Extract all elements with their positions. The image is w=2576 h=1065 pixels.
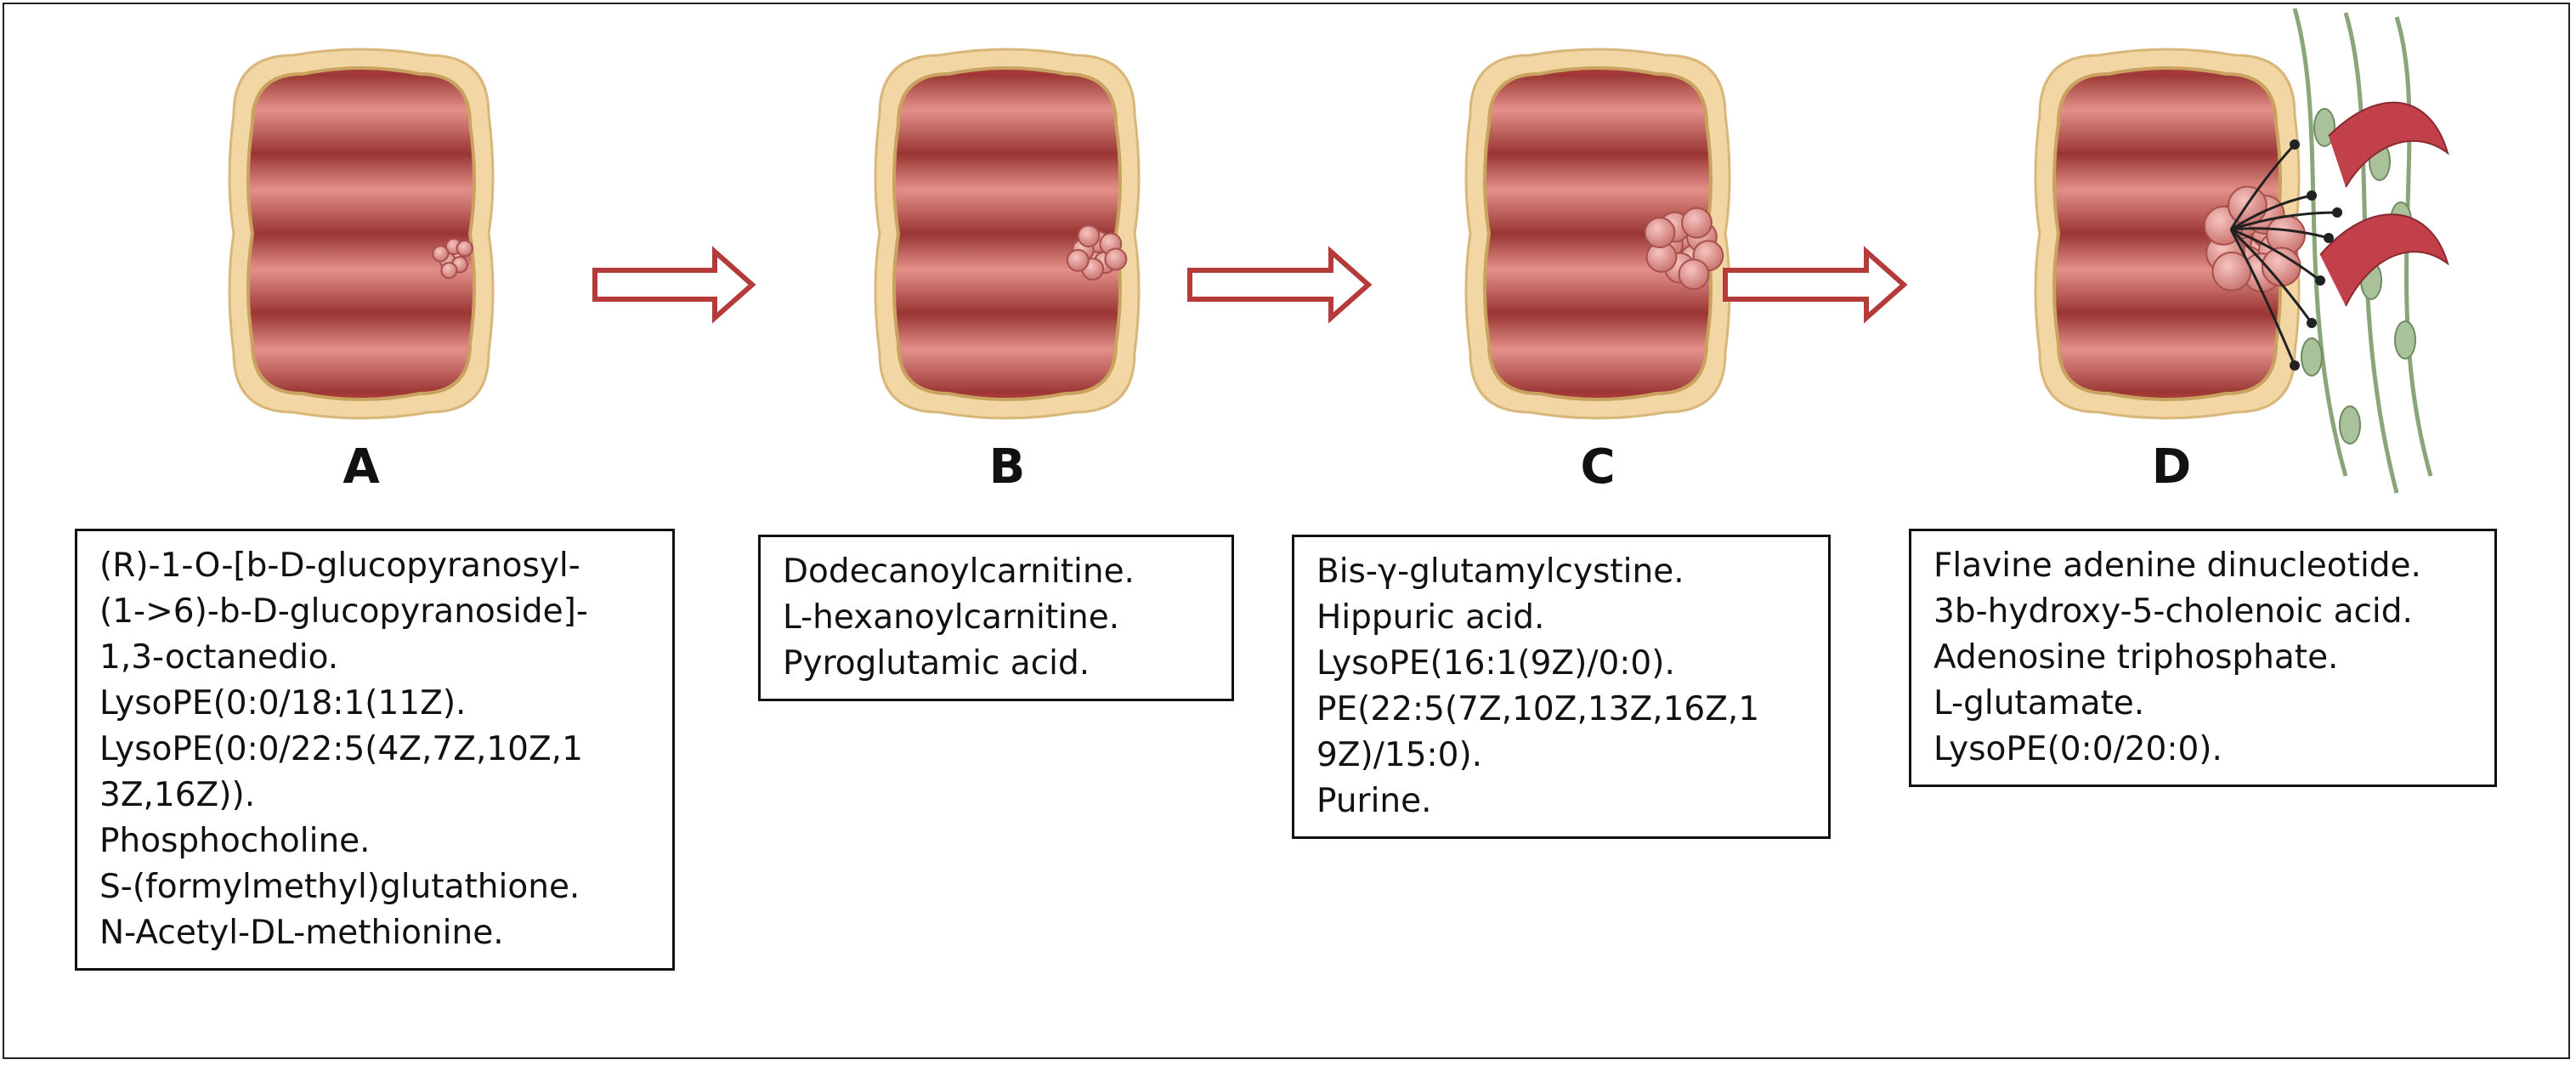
blood-vessel-nerve-icon	[2229, 8, 2449, 494]
compound-item: 1,3-octanedio.	[99, 638, 339, 677]
compound-item: Adenosine triphosphate.	[1933, 638, 2339, 677]
compound-item: Flavine adenine dinucleotide.	[1933, 547, 2421, 585]
tumor-mass-icon	[2203, 185, 2307, 293]
tumor-mass-icon	[432, 237, 473, 280]
compound-box-a: (R)-1-O-[b-D-glucopyranosyl- (1->6)-b-D-g…	[75, 529, 675, 971]
colon-lumen	[248, 68, 474, 399]
compound-item: PE(22:5(7Z,10Z,13Z,16Z,1	[1316, 690, 1760, 728]
compound-item: Pyroglutamic acid.	[783, 644, 1090, 683]
compound-item: Dodecanoylcarnitine.	[783, 552, 1135, 591]
colon-fold-band	[248, 154, 474, 234]
figure-frame	[3, 3, 2570, 1059]
compound-list: Flavine adenine dinucleotide. 3b-hydroxy-…	[1933, 543, 2472, 773]
stage-label-b: B	[988, 439, 1026, 495]
compound-item: (R)-1-O-[b-D-glucopyranosyl-	[99, 547, 580, 585]
colon-segment-b-icon	[874, 48, 1141, 420]
colon-segment-c-icon	[1464, 48, 1731, 420]
colon-lumen	[894, 68, 1120, 399]
compound-item: L-glutamate.	[1933, 684, 2145, 722]
stage-label-a: A	[343, 439, 380, 495]
compound-item: 3b-hydroxy-5-cholenoic acid.	[1933, 592, 2413, 631]
hollow-right-arrow-icon	[1723, 246, 1908, 324]
tumor-mass-icon	[1644, 207, 1724, 291]
compound-item: LysoPE(0:0/18:1(11Z).	[99, 684, 467, 722]
tumor-mass-icon	[1066, 224, 1128, 281]
colon-segment-a-icon	[228, 48, 495, 420]
compound-box-b: Dodecanoylcarnitine. L-hexanoylcarnitine.…	[758, 535, 1234, 701]
compound-item: LysoPE(0:0/22:5(4Z,7Z,10Z,1	[99, 730, 583, 768]
compound-item: LysoPE(0:0/20:0).	[1933, 730, 2222, 768]
compound-item: N-Acetyl-DL-methionine.	[99, 914, 504, 952]
compound-list: Dodecanoylcarnitine. L-hexanoylcarnitine.…	[783, 549, 1209, 687]
colon-fold-band	[894, 154, 1120, 234]
compound-box-d: Flavine adenine dinucleotide. 3b-hydroxy-…	[1909, 529, 2497, 787]
compound-item: S-(formylmethyl)glutathione.	[99, 868, 580, 906]
compound-item: Phosphocholine.	[99, 822, 371, 860]
compound-item: 3Z,16Z)).	[99, 776, 256, 814]
colon-fold-band	[248, 74, 474, 154]
compound-item: L-hexanoylcarnitine.	[783, 598, 1120, 637]
compound-item: Hippuric acid.	[1316, 598, 1545, 637]
colon-inner-rim	[1483, 66, 1713, 401]
colon-inner-rim	[2052, 66, 2282, 401]
colon-fold-band	[894, 314, 1120, 394]
compound-item: Purine.	[1316, 782, 1432, 820]
stage-label-d: D	[2151, 439, 2192, 495]
compound-box-c: Bis-γ-glutamylcystine. Hippuric acid. Lyso…	[1292, 535, 1831, 839]
colon-inner-rim	[246, 66, 476, 401]
compound-item: Bis-γ-glutamylcystine.	[1316, 552, 1684, 591]
colon-fold-band	[894, 74, 1120, 154]
compound-item: LysoPE(16:1(9Z)/0:0).	[1316, 644, 1675, 683]
compound-item: 9Z)/15:0).	[1316, 736, 1483, 774]
compound-list: Bis-γ-glutamylcystine. Hippuric acid. Lyso…	[1316, 549, 1806, 824]
colon-fold-band	[2054, 314, 2280, 394]
colon-fold-band	[248, 314, 474, 394]
compound-list: (R)-1-O-[b-D-glucopyranosyl- (1->6)-b-D-g…	[99, 543, 650, 956]
colon-fold-band	[1485, 74, 1711, 154]
colon-fold-band	[2054, 74, 2280, 154]
colon-fold-band	[1485, 314, 1711, 394]
stage-label-c: C	[1580, 439, 1616, 495]
hollow-right-arrow-icon	[1187, 246, 1373, 324]
compound-item: (1->6)-b-D-glucopyranoside]-	[99, 592, 588, 631]
hollow-right-arrow-icon	[592, 246, 756, 324]
colon-inner-rim	[892, 66, 1122, 401]
colon-segment-d-icon	[2034, 48, 2307, 420]
